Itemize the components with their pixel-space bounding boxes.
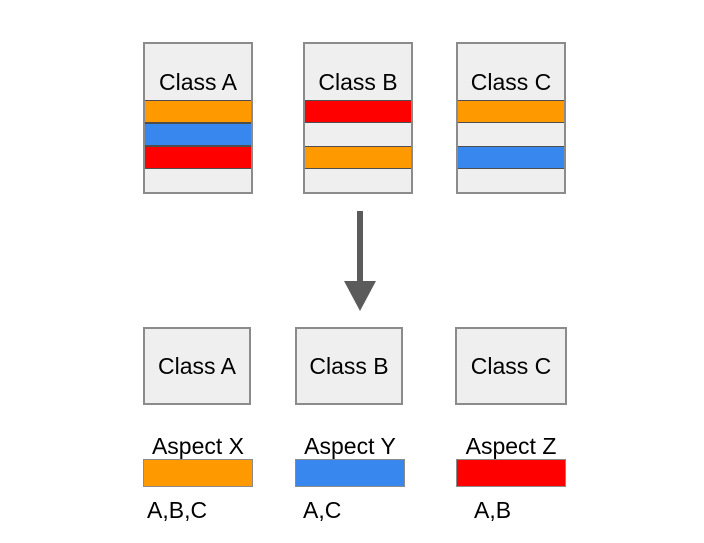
aspect-z-color-bar — [456, 459, 566, 487]
red-bar — [145, 146, 251, 169]
empty-slot — [458, 123, 564, 146]
class-title: Class B — [309, 352, 389, 379]
orange-bar — [145, 100, 251, 123]
class-title: Class B — [318, 69, 398, 95]
aspect-x-classes-label: A,B,C — [147, 497, 208, 523]
down-arrow — [338, 211, 382, 313]
class-box-top-c: Class C — [456, 42, 566, 194]
aspect-slots — [305, 100, 411, 192]
empty-slot — [145, 169, 251, 192]
down-arrow-icon — [344, 211, 376, 311]
class-box-bottom-b: Class B — [295, 327, 403, 405]
class-box-bottom-a: Class A — [143, 327, 251, 405]
empty-slot — [305, 169, 411, 192]
aspect-x-color-bar — [143, 459, 253, 487]
red-bar — [305, 100, 411, 123]
class-title: Class A — [158, 352, 236, 379]
blue-bar — [145, 123, 251, 146]
aspect-x-title: Aspect X — [151, 433, 245, 459]
aspect-y-classes-label: A,C — [303, 497, 342, 523]
class-box-top-b: Class B — [303, 42, 413, 194]
class-title: Class A — [159, 69, 237, 95]
aspect-slots — [145, 100, 251, 192]
class-title: Class C — [470, 69, 552, 95]
class-box-top-a: Class A — [143, 42, 253, 194]
empty-slot — [305, 123, 411, 146]
aspect-z-title: Aspect Z — [465, 433, 557, 459]
empty-slot — [458, 169, 564, 192]
blue-bar — [458, 146, 564, 169]
aspect-y-title: Aspect Y — [304, 433, 396, 459]
aspect-y-color-bar — [295, 459, 405, 487]
aspect-slots — [458, 100, 564, 192]
orange-bar — [305, 146, 411, 169]
aspect-z-classes-label: A,B — [474, 497, 512, 523]
class-box-bottom-c: Class C — [455, 327, 567, 405]
class-title: Class C — [470, 352, 552, 379]
orange-bar — [458, 100, 564, 123]
